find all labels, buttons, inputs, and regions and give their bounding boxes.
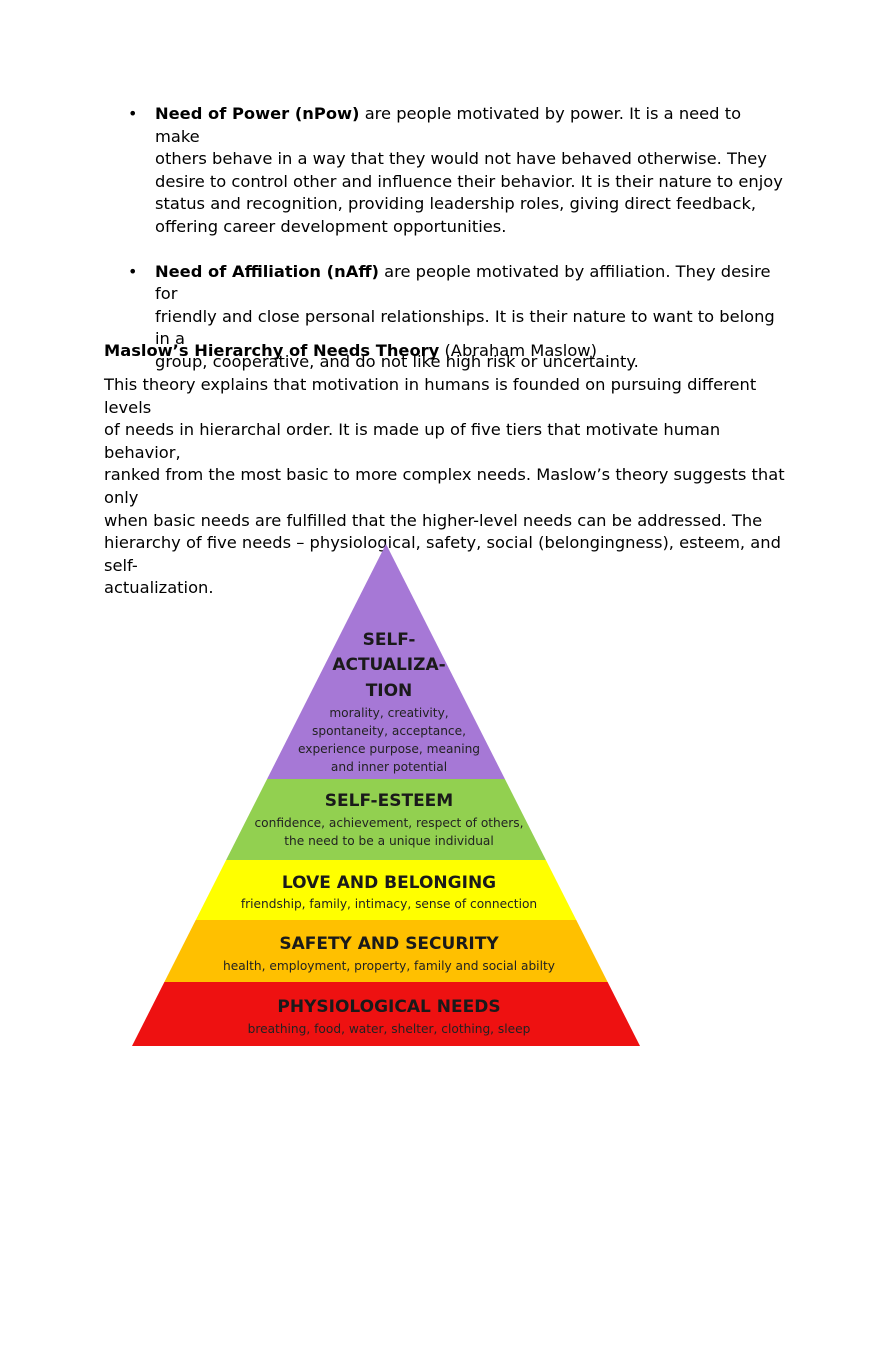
tier-description: health, employment, property, family and… [223, 959, 555, 973]
pyramid-tier-5 [132, 982, 640, 1046]
paragraph-line: hierarchy of five needs – physiological,… [104, 533, 781, 575]
tier-title: PHYSIOLOGICAL NEEDS [277, 997, 500, 1017]
tier-title: TION [366, 681, 413, 701]
bullet-text-line: status and recognition, providing leader… [155, 194, 757, 214]
tier-title: LOVE AND BELONGING [282, 873, 496, 893]
bullet-text-line: desire to control other and influence th… [155, 171, 783, 191]
bullet-term: Need of Affiliation (nAff) [155, 261, 379, 281]
bullet-text-line: offering career development opportunitie… [155, 216, 507, 236]
pyramid-tier-2 [226, 779, 546, 860]
bullet-dot: • [128, 261, 138, 281]
tier-title: SAFETY AND SECURITY [279, 934, 499, 954]
paragraph-line: actualization. [104, 578, 214, 598]
bullet-term: Need of Power (nPow) [155, 104, 360, 123]
bullet-need-of-affiliation: • Need of Affiliation (nAff) are people … [128, 261, 788, 374]
tier-title: SELF- [363, 630, 416, 650]
tier-description: friendship, family, intimacy, sense of c… [241, 897, 537, 911]
paragraph-line: of needs in hierarchal order. It is made… [104, 420, 721, 462]
pyramid-tier-1 [267, 544, 505, 779]
tier-title: SELF-ESTEEM [325, 791, 453, 811]
maslow-pyramid-figure: SELF- ACTUALIZA- TION morality, creativity,… [104, 530, 688, 1060]
motivation-bullet-list: • Need of Power (nPow) are people motiva… [128, 103, 788, 396]
maslow-pyramid: SELF- ACTUALIZA- TION morality, creativity,… [132, 544, 640, 1046]
tier-description: morality, creativity, [329, 706, 448, 720]
bullet-text-line: group, cooperative, and do not like high… [155, 351, 639, 371]
bullet-text-line: friendly and close personal relationship… [155, 306, 775, 349]
tier-description: spontaneity, acceptance, [312, 724, 466, 738]
bullet-need-of-power: • Need of Power (nPow) are people motiva… [128, 103, 788, 239]
bullet-dot: • [128, 104, 138, 123]
bullet-text-line: are people motivated by affiliation. The… [155, 261, 771, 304]
tier-description: breathing, food, water, shelter, clothin… [248, 1022, 531, 1036]
section-heading: Maslow’s Hierarchy of Needs Theory (Abra… [104, 340, 597, 362]
paragraph-line: This theory explains that motivation in … [104, 375, 757, 417]
section-author: (Abraham Maslow) [439, 341, 597, 360]
tier-description: experience purpose, meaning [298, 742, 480, 756]
tier-title: ACTUALIZA- [332, 655, 445, 675]
section-paragraph: This theory explains that motivation in … [104, 374, 794, 600]
tier-description: confidence, achievement, respect of othe… [254, 816, 523, 830]
tier-description: and inner potential [331, 760, 447, 774]
bullet-text-line: are people motivated by power. It is a n… [155, 104, 742, 146]
pyramid-tier-3 [195, 860, 577, 920]
pyramid-tier-4 [164, 920, 608, 982]
section-title: Maslow’s Hierarchy of Needs Theory [104, 341, 440, 360]
paragraph-line: when basic needs are fulfilled that the … [104, 510, 763, 530]
bullet-text-line: others behave in a way that they would n… [155, 149, 767, 169]
paragraph-line: ranked from the most basic to more compl… [104, 465, 785, 507]
tier-description: the need to be a unique individual [284, 834, 494, 848]
